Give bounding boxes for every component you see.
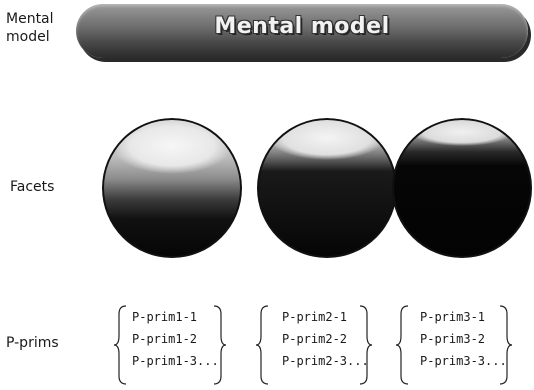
p-prim-item: P-prim3-2 — [420, 332, 486, 346]
p-prim-item: P-prim2-1 — [282, 310, 348, 324]
mental-model-label-line-1: Mental — [6, 11, 54, 27]
p-prim-group-2: P-prim2-1 P-prim2-2 P-prim2-3... — [256, 302, 372, 388]
mental-model-row-label: Mental model — [6, 10, 66, 46]
p-prim-item: P-prim2-3... — [282, 354, 369, 368]
p-prim-item: P-prim1-2 — [132, 332, 198, 346]
brace-pair-3 — [396, 305, 512, 385]
banner-title: Mental model — [214, 14, 390, 39]
p-prims-row-label: P-prims — [6, 335, 59, 351]
facet-sphere-2 — [257, 118, 397, 258]
facets-row-label: Facets — [10, 179, 55, 195]
mental-model-banner: Mental model — [76, 4, 528, 58]
p-prim-item: P-prim1-1 — [132, 310, 198, 324]
p-prim-item: P-prim3-3... — [420, 354, 507, 368]
facet-sphere-3 — [392, 118, 532, 258]
brace-pair-1 — [114, 305, 226, 385]
p-prim-item: P-prim2-2 — [282, 332, 348, 346]
p-prim-group-3: P-prim3-1 P-prim3-2 P-prim3-3... — [396, 302, 512, 388]
facet-sphere-1 — [102, 118, 242, 258]
brace-pair-2 — [256, 305, 372, 385]
p-prim-item: P-prim3-1 — [420, 310, 486, 324]
p-prim-group-1: P-prim1-1 P-prim1-2 P-prim1-3... — [114, 302, 226, 388]
p-prim-item: P-prim1-3... — [132, 354, 219, 368]
mental-model-label-line-2: model — [6, 29, 50, 45]
